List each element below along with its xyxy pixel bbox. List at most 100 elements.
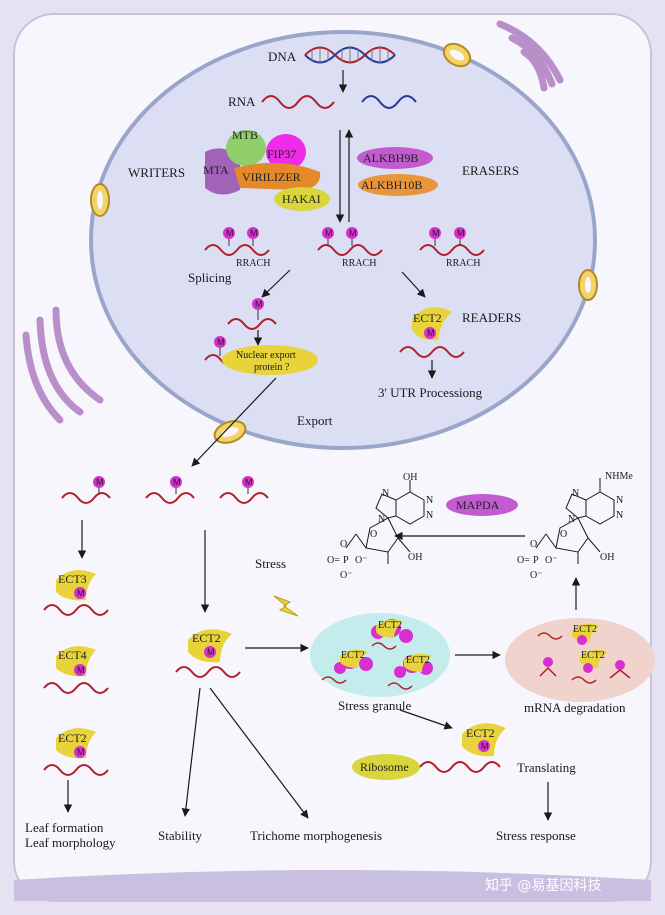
m6a-mark: M — [173, 477, 181, 487]
ect2-leaf-reader: ECT2 M — [43, 728, 109, 776]
ribosome-label: Ribosome — [360, 760, 409, 774]
amp-o-minus-label: O⁻ — [530, 570, 543, 581]
alkbh9b-label: ALKBH9B — [363, 151, 418, 165]
ect2-nucleus-shape — [412, 307, 452, 341]
alkbh10b-shape — [358, 174, 438, 196]
ect2-leaf-label: ECT2 — [58, 731, 87, 745]
hakai-label: HAKAI — [282, 192, 321, 206]
erasers-label: ERASERS — [462, 163, 519, 178]
alkbh10b-label: ALKBH10B — [361, 178, 422, 192]
imp-o-minus-label: O⁻ — [340, 570, 353, 581]
mta-label: MTA — [203, 163, 229, 177]
stress-response-label: Stress response — [496, 828, 576, 843]
granule-ect2-label: ECT2 — [341, 650, 365, 661]
translated-rna — [419, 761, 501, 773]
imp-oh-label: OH — [408, 552, 422, 563]
fip37-shape — [266, 134, 306, 170]
n6-methyl-amp-structure — [535, 478, 615, 564]
readers-label: READERS — [462, 310, 521, 325]
mtb-label: MTB — [232, 128, 258, 142]
imp-n-label: N — [426, 510, 433, 521]
granule-ect2-label: ECT2 — [406, 655, 430, 666]
leaf-formation-label: Leaf formation — [25, 820, 104, 835]
stress-granule-label: Stress granule — [338, 698, 412, 713]
nuclear-pore-icon — [442, 42, 472, 68]
export-label: Export — [297, 413, 333, 428]
reader-bound-rna: M — [399, 327, 465, 358]
m6a-mark: M — [77, 665, 85, 675]
mrna-degradation-label: mRNA degradation — [524, 700, 626, 715]
rna-strand-blue — [361, 95, 417, 109]
ribosome-shape — [352, 754, 420, 780]
ect2-center-reader: ECT2 M — [175, 629, 241, 678]
m6a-mark: M — [349, 228, 357, 238]
mapda-label: MAPDA — [456, 498, 500, 512]
rna-strand-red — [261, 95, 335, 109]
stability-label: Stability — [158, 828, 203, 843]
hakai-shape — [274, 187, 330, 211]
cytoplasm-rna-3: M — [219, 476, 269, 504]
amp-phosphate-label: O= — [517, 555, 530, 566]
rrach-label: RRACH — [446, 258, 480, 269]
amp-o-label: O — [530, 539, 537, 550]
amp-p-label: P — [533, 555, 539, 566]
methylated-rna-left: M M RRACH — [204, 227, 270, 269]
amp-n-label: N — [568, 514, 575, 525]
cell-bottom-band — [14, 870, 651, 901]
imp-n-label: N — [382, 488, 389, 499]
lightning-icon — [273, 595, 299, 617]
nucleus — [89, 30, 597, 450]
m6a-mark: M — [432, 228, 440, 238]
mtb-shape — [226, 130, 266, 166]
imp-o-label: O — [370, 529, 377, 540]
ect2-nucleus-label: ECT2 — [413, 311, 442, 325]
stress-label: Stress — [255, 556, 286, 571]
m6a-mark: M — [481, 741, 489, 751]
mapda-shape — [446, 494, 518, 516]
nuclear-pore-icon — [213, 420, 247, 444]
splicing-label: Splicing — [188, 270, 232, 285]
ect3-reader: ECT3 M — [43, 570, 109, 616]
dna-helix-icon — [304, 46, 396, 64]
nuclear-pore-icon — [578, 269, 598, 301]
rrach-label: RRACH — [236, 258, 270, 269]
trichome-label: Trichome morphogenesis — [250, 828, 382, 843]
nuclear-pore-icon — [90, 183, 110, 217]
m6a-mark: M — [226, 228, 234, 238]
rna-label: RNA — [228, 94, 256, 109]
m6a-mark: M — [96, 477, 104, 487]
amp-n-label: N — [616, 495, 623, 506]
fip37-label: FIP37 — [267, 147, 296, 161]
imp-p-label: P — [343, 555, 349, 566]
watermark: 知乎 @易基因科技 — [485, 877, 601, 894]
imp-o-label: O — [340, 539, 347, 550]
m6a-mark: M — [255, 299, 263, 309]
virilizer-shape — [234, 162, 321, 190]
ect4-label: ECT4 — [58, 648, 87, 662]
imp-o-minus-label: O⁻ — [355, 555, 368, 566]
ect4-reader: ECT4 M — [43, 646, 109, 694]
golgi-left — [22, 306, 104, 424]
imp-phosphate-label: O= — [327, 555, 340, 566]
amp-n-label: N — [572, 488, 579, 499]
granule-ect2-label: ECT2 — [378, 620, 402, 631]
writer-complex: MTA MTB FIP37 VIRILIZER HAKAI — [203, 128, 330, 211]
alkbh9b-shape — [357, 147, 433, 169]
m6a-mark: M — [245, 477, 253, 487]
leaf-morphology-label: Leaf morphology — [25, 835, 116, 850]
virilizer-label: VIRILIZER — [242, 170, 301, 184]
m6a-mark: M — [217, 337, 225, 347]
imp-n-label: N — [378, 514, 385, 525]
m6a-mark: M — [77, 588, 85, 598]
degradation-ect2-label: ECT2 — [573, 624, 597, 635]
nuclear-export-label-1: Nuclear export — [236, 350, 296, 361]
imp-n-label: N — [426, 495, 433, 506]
imp-oh-label: OH — [403, 472, 417, 483]
amp-oh-label: OH — [600, 552, 614, 563]
imp-structure — [345, 480, 425, 564]
cytoplasm-rna-1: M — [61, 476, 111, 504]
granule-readers: ECT2 ECT2 ECT2 — [321, 619, 432, 690]
methylated-rna-center: M M RRACH — [317, 227, 383, 269]
writers-label: WRITERS — [128, 165, 185, 180]
